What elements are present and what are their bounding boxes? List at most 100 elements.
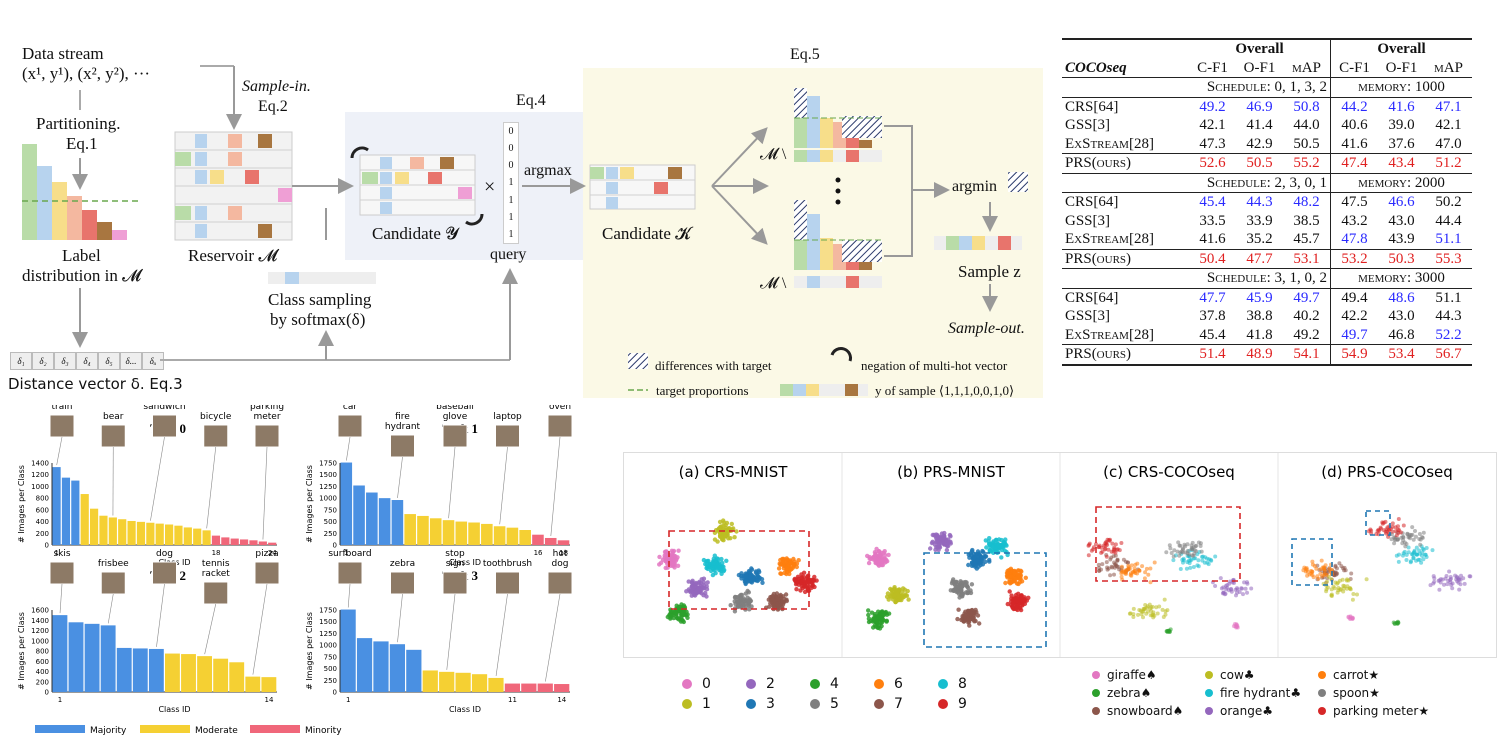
tsne-point — [1238, 590, 1242, 594]
tsne-point — [711, 561, 715, 565]
annotation-leader — [348, 584, 350, 608]
tsne-point — [1233, 624, 1237, 628]
tsne-point — [1016, 592, 1020, 596]
tsne-point — [782, 597, 786, 601]
candidate-dist-top — [794, 88, 882, 162]
bar — [554, 684, 569, 692]
annotation-label: baseball — [436, 405, 474, 412]
tsne-point — [1090, 549, 1094, 553]
bar — [149, 649, 164, 692]
tsne-point — [1179, 567, 1183, 571]
legend-label: zebra♠ — [1107, 686, 1151, 700]
legend-dot — [1205, 707, 1213, 715]
x-axis-label: Class ID — [158, 705, 190, 714]
method-cell: PRS(ours) — [1062, 249, 1189, 269]
tsne-point — [1148, 603, 1152, 607]
candidate-k-grid — [590, 165, 695, 209]
annotation-leader — [447, 594, 455, 670]
y-tick-label: 0 — [45, 689, 49, 697]
bar — [373, 641, 388, 692]
bar — [488, 678, 503, 692]
value-cell: 44.3 — [1425, 307, 1472, 326]
tsne-point — [717, 565, 721, 569]
legend-swatch — [250, 725, 300, 733]
legend-label: 3 — [766, 696, 775, 712]
tsne-point — [779, 562, 783, 566]
tsne-point — [900, 594, 904, 598]
tsne-point — [1403, 544, 1407, 548]
y-tick-label: 1000 — [31, 483, 49, 491]
tsne-point — [729, 603, 733, 607]
tsne-point — [704, 566, 708, 570]
tsne-point — [1420, 554, 1424, 558]
tsne-point — [1177, 554, 1181, 558]
y-tick-label: 250 — [324, 677, 337, 685]
tsne-point — [1148, 567, 1152, 571]
method-cell: GSS[3] — [1062, 307, 1189, 326]
x-tick-label: 16 — [534, 549, 543, 557]
x-tick-label: 1 — [58, 696, 62, 704]
tsne-point — [703, 591, 707, 595]
tsne-point — [1182, 557, 1186, 561]
annotation-label: hot — [553, 549, 568, 559]
value-cell: 51.1 — [1425, 288, 1472, 307]
tsne-point — [1379, 527, 1383, 531]
value-cell: 41.6 — [1331, 135, 1379, 154]
bar — [221, 537, 229, 545]
legend-label: 5 — [830, 696, 839, 712]
sample-thumbnail — [255, 562, 279, 584]
tsne-point — [716, 557, 720, 561]
legend-dot — [1318, 707, 1326, 715]
tsne-point — [977, 621, 981, 625]
tsne-point — [1185, 567, 1189, 571]
tsne-point — [777, 566, 781, 570]
bar — [99, 516, 107, 545]
annotation-leader — [551, 437, 560, 536]
value-cell: 43.0 — [1378, 307, 1425, 326]
tsne-point — [1349, 572, 1353, 576]
tsne-point — [1328, 567, 1332, 571]
tsne-point — [794, 587, 798, 591]
value-cell: 49.4 — [1331, 288, 1379, 307]
annotation-label: meter — [253, 412, 280, 422]
sample-thumbnail — [255, 425, 279, 447]
tsne-point — [1164, 613, 1168, 617]
annotation-label: bear — [103, 412, 124, 422]
value-cell: 50.2 — [1425, 193, 1472, 212]
sample-thumbnail — [153, 562, 177, 584]
tsne-point — [1087, 553, 1091, 557]
tsne-point — [867, 561, 871, 565]
value-cell: 41.8 — [1236, 326, 1283, 345]
tsne-point — [1351, 617, 1355, 621]
tsne-point — [1185, 560, 1189, 564]
value-cell: 48.6 — [1378, 288, 1425, 307]
bar — [174, 526, 182, 545]
bar — [519, 530, 531, 545]
bar — [545, 538, 557, 545]
bar — [137, 522, 145, 545]
tsne-point — [672, 565, 676, 569]
tsne-point — [1369, 529, 1373, 533]
tsne-point — [1405, 553, 1409, 557]
tsne-point — [798, 588, 802, 592]
tsne-point — [1380, 520, 1384, 524]
tsne-point — [972, 619, 976, 623]
tsne-point — [1391, 521, 1395, 525]
legend-dot — [1205, 689, 1213, 697]
tsne-point — [657, 555, 661, 559]
y-tick-label: 1750 — [319, 607, 337, 615]
tsne-point — [669, 614, 673, 618]
tsne-point — [725, 529, 729, 533]
tsne-point — [1228, 580, 1232, 584]
tsne-point — [1112, 550, 1116, 554]
reservoir-grid — [175, 132, 292, 240]
value-cell: 50.3 — [1378, 249, 1425, 269]
tsne-point — [1394, 525, 1398, 529]
value-cell: 52.6 — [1189, 154, 1236, 174]
tsne-point — [887, 611, 891, 615]
x-tick-label: 11 — [508, 696, 517, 704]
tsne-point — [1448, 578, 1452, 582]
legend-dot — [1318, 671, 1326, 679]
